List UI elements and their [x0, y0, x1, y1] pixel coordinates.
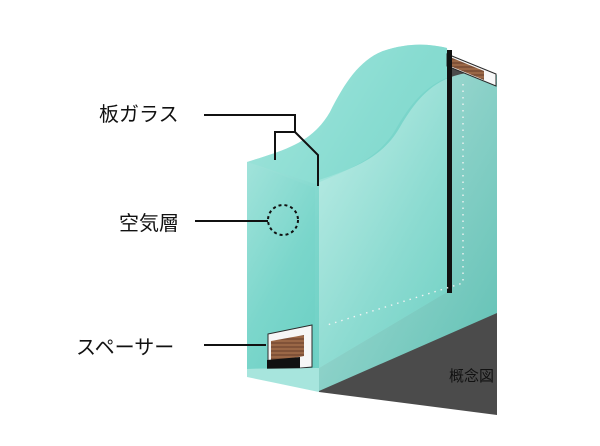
spacer-strip	[450, 57, 484, 80]
bottom-glass-edge	[247, 368, 319, 392]
spacer-wood-bottom	[271, 335, 304, 362]
inner-glass-pane	[319, 72, 497, 391]
plate-glass-label: 板ガラス	[99, 102, 179, 126]
plate-glass-leader-branch	[294, 131, 319, 186]
seal-dots	[323, 84, 464, 327]
concept-diagram-label: 概念図	[449, 367, 495, 385]
air-layer-label: 空気層	[119, 211, 179, 235]
spacer-black-edge-top	[447, 50, 452, 293]
air-layer-marker	[267, 204, 299, 236]
glass-wave-edge	[247, 44, 452, 184]
spacer-label: スペーサー	[76, 335, 175, 359]
